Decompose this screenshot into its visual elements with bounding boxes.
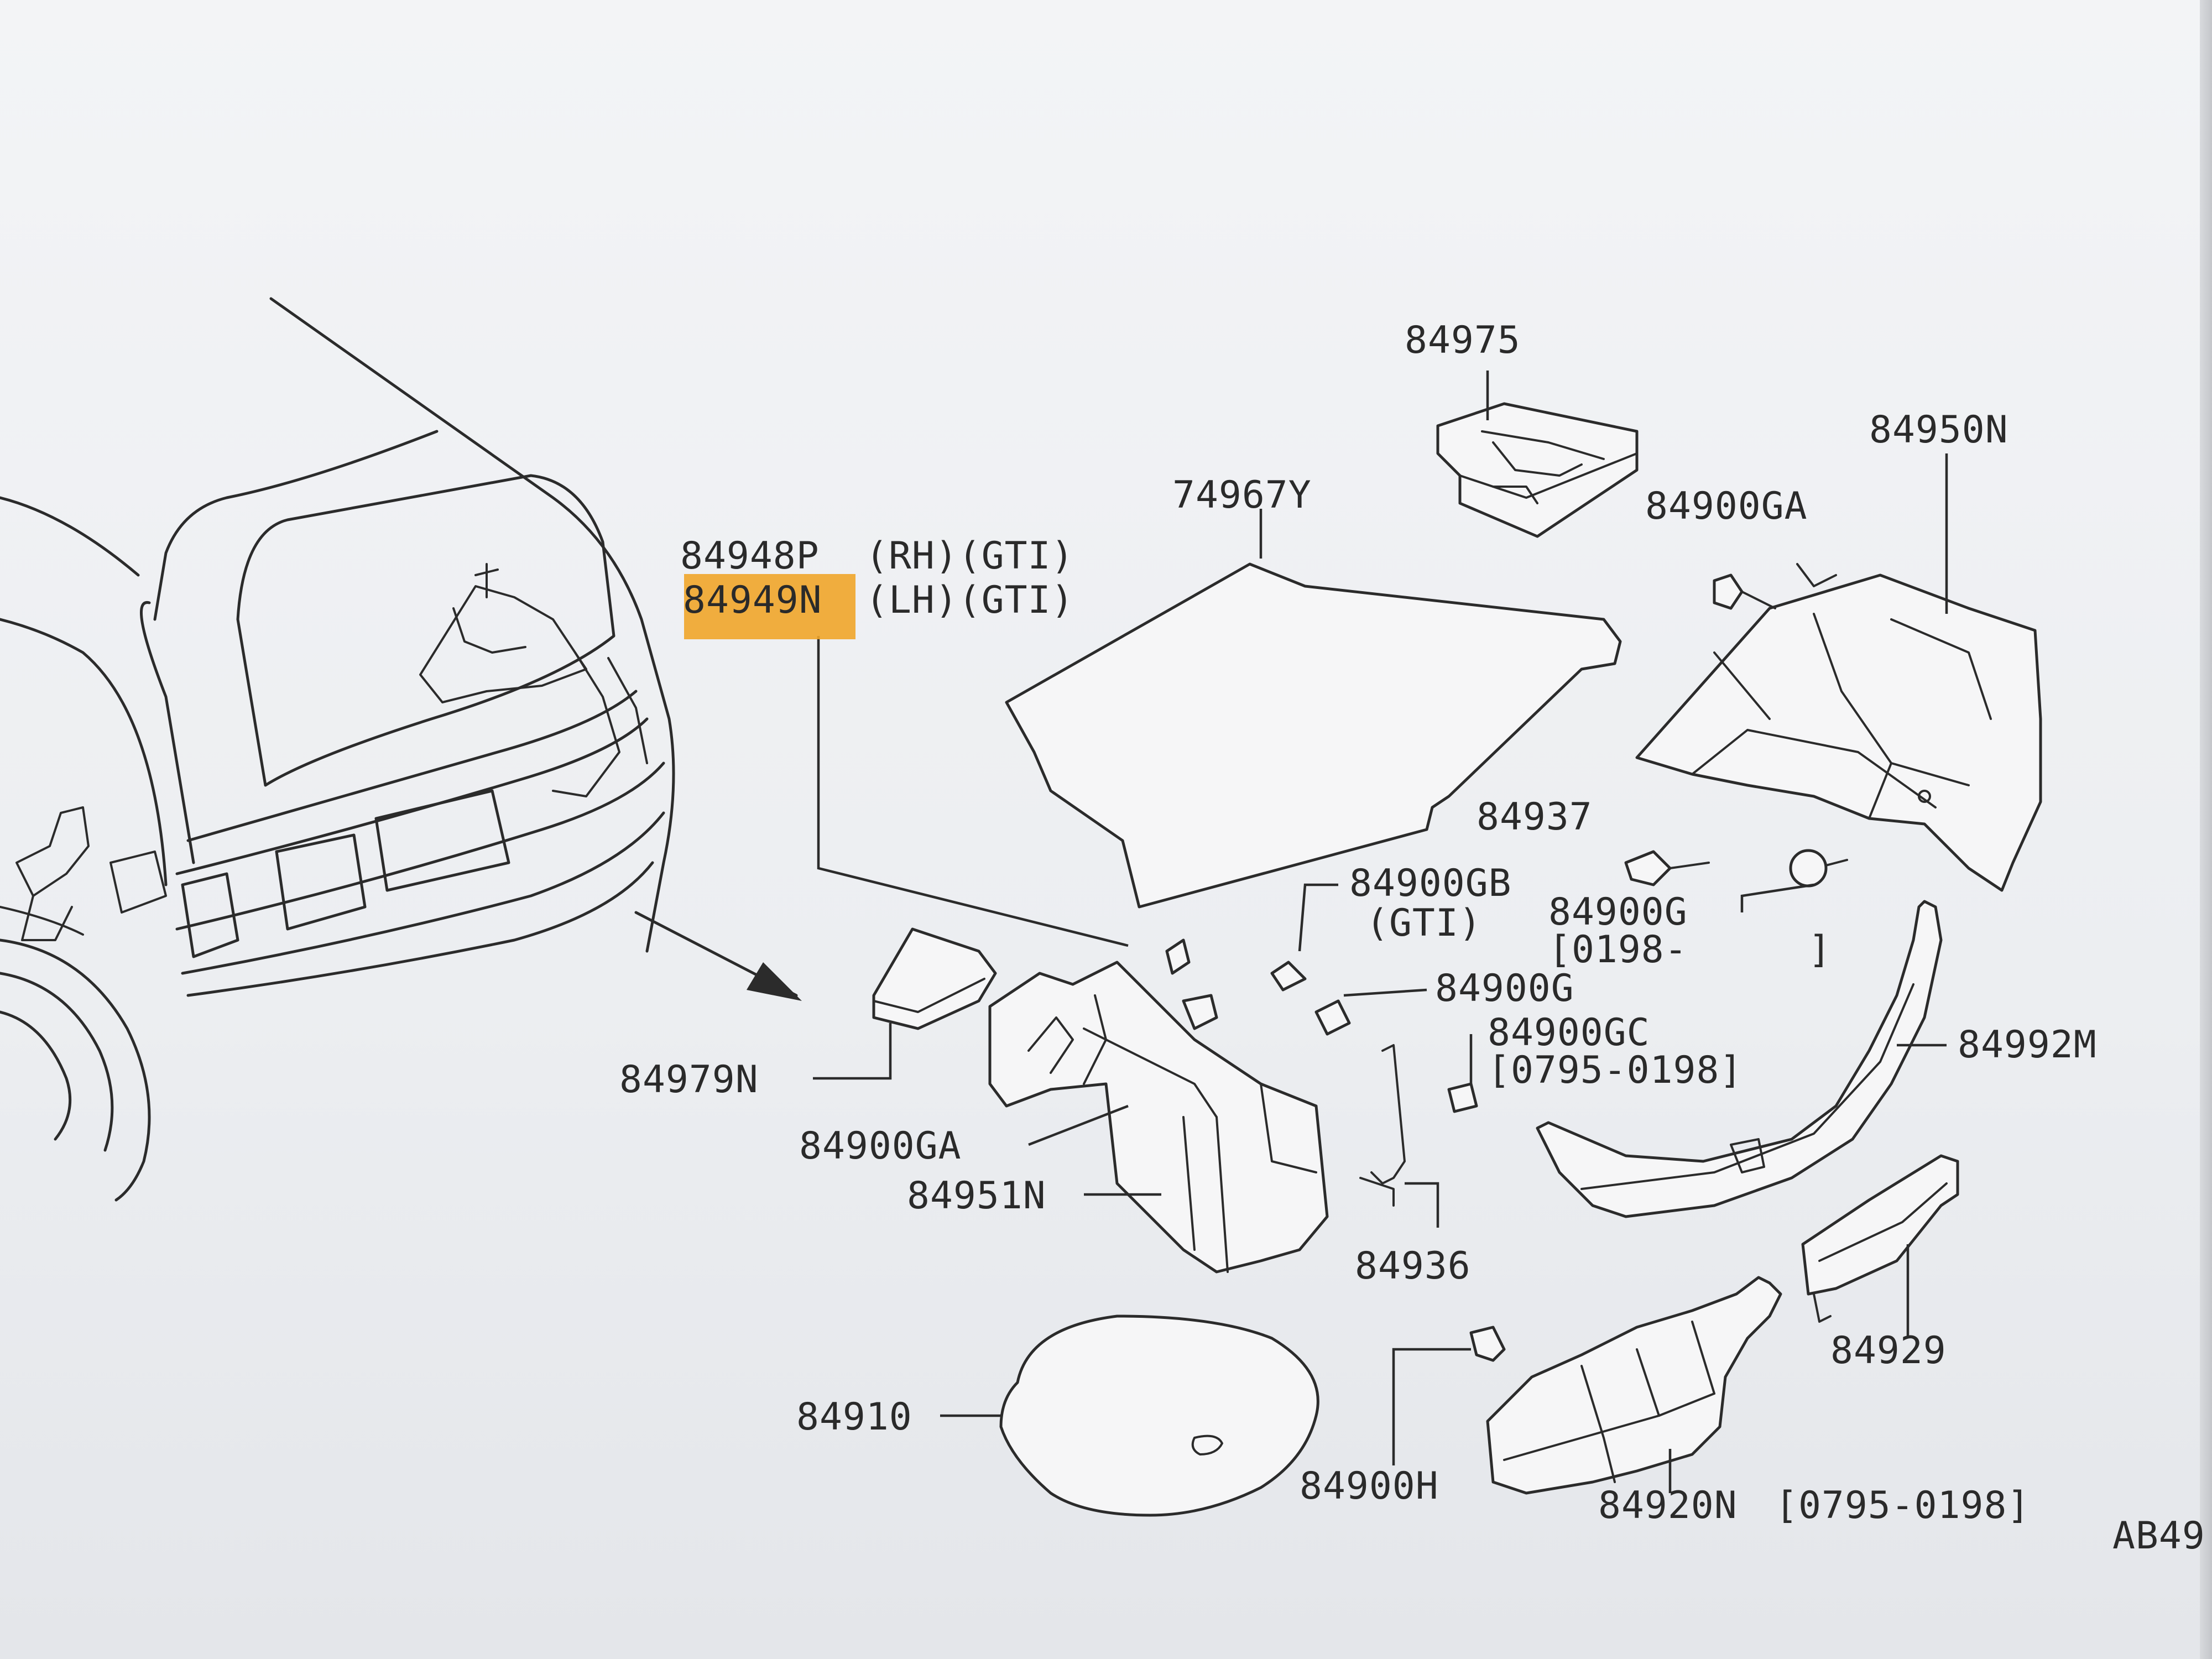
part-84992M-sill-plate bbox=[1536, 900, 1943, 1218]
reference-code: AB49 bbox=[2112, 1514, 2205, 1558]
label-84900GC: 84900GC bbox=[1488, 1011, 1650, 1055]
part-84979N-corner-panel bbox=[872, 927, 997, 1030]
label-84910: 84910 bbox=[796, 1395, 912, 1439]
part-84936-rod bbox=[1359, 1044, 1406, 1207]
label-84992M: 84992M bbox=[1958, 1023, 2097, 1067]
part-labels: 84975 84950N 74967Y 84900GA 84948P (RH)(… bbox=[619, 319, 2205, 1558]
part-84975-tool-tray bbox=[1436, 402, 1639, 538]
label-84900GA-top: 84900GA bbox=[1645, 484, 1808, 528]
label-74967Y: 74967Y bbox=[1172, 473, 1312, 517]
label-84900G-right-date: [0198- bbox=[1548, 928, 1688, 972]
label-84929: 84929 bbox=[1830, 1329, 1947, 1373]
label-84949N-qualifier: (LH)(GTI) bbox=[865, 578, 1074, 622]
part-84910-spare-cover bbox=[999, 1314, 1319, 1517]
part-74967Y-trunk-mat bbox=[1005, 562, 1622, 909]
label-84936: 84936 bbox=[1355, 1244, 1471, 1288]
label-84920N-date: [0795-0198] bbox=[1775, 1484, 2030, 1527]
part-84951N-trunk-side bbox=[988, 961, 1329, 1274]
part-84950N-side-trim bbox=[1635, 563, 2042, 892]
label-84900G-mid: 84900G bbox=[1435, 967, 1574, 1010]
part-84929-bracket bbox=[1801, 1154, 1959, 1323]
label-84900GC-date: [0795-0198] bbox=[1488, 1048, 1743, 1092]
label-84948P: 84948P bbox=[680, 534, 820, 578]
label-84979N: 84979N bbox=[619, 1058, 759, 1102]
label-84900GB-qualifier: (GTI) bbox=[1366, 901, 1482, 945]
label-84950N: 84950N bbox=[1869, 408, 2008, 452]
highlight-84949N bbox=[684, 574, 855, 639]
clip-fasteners bbox=[1165, 573, 1848, 1362]
label-84951N: 84951N bbox=[907, 1174, 1046, 1218]
label-84949N: 84949N bbox=[683, 578, 822, 622]
label-84975: 84975 bbox=[1405, 319, 1521, 362]
label-84900GB: 84900GB bbox=[1349, 862, 1512, 905]
monitor-bezel bbox=[2200, 0, 2212, 1659]
label-84948P-qualifier: (RH)(GTI) bbox=[865, 534, 1074, 578]
part-84920N-rear-panel bbox=[1486, 1276, 1782, 1495]
label-84900G-right: 84900G bbox=[1548, 890, 1688, 934]
label-84900GA-left: 84900GA bbox=[799, 1124, 962, 1168]
label-84900G-right-date-end: ] bbox=[1808, 928, 1832, 972]
leader-lines bbox=[813, 371, 1948, 1493]
label-84937: 84937 bbox=[1477, 795, 1593, 839]
vehicle-rear-view bbox=[0, 297, 802, 1202]
label-84920N: 84920N bbox=[1598, 1484, 1738, 1527]
label-84900H: 84900H bbox=[1300, 1464, 1439, 1508]
